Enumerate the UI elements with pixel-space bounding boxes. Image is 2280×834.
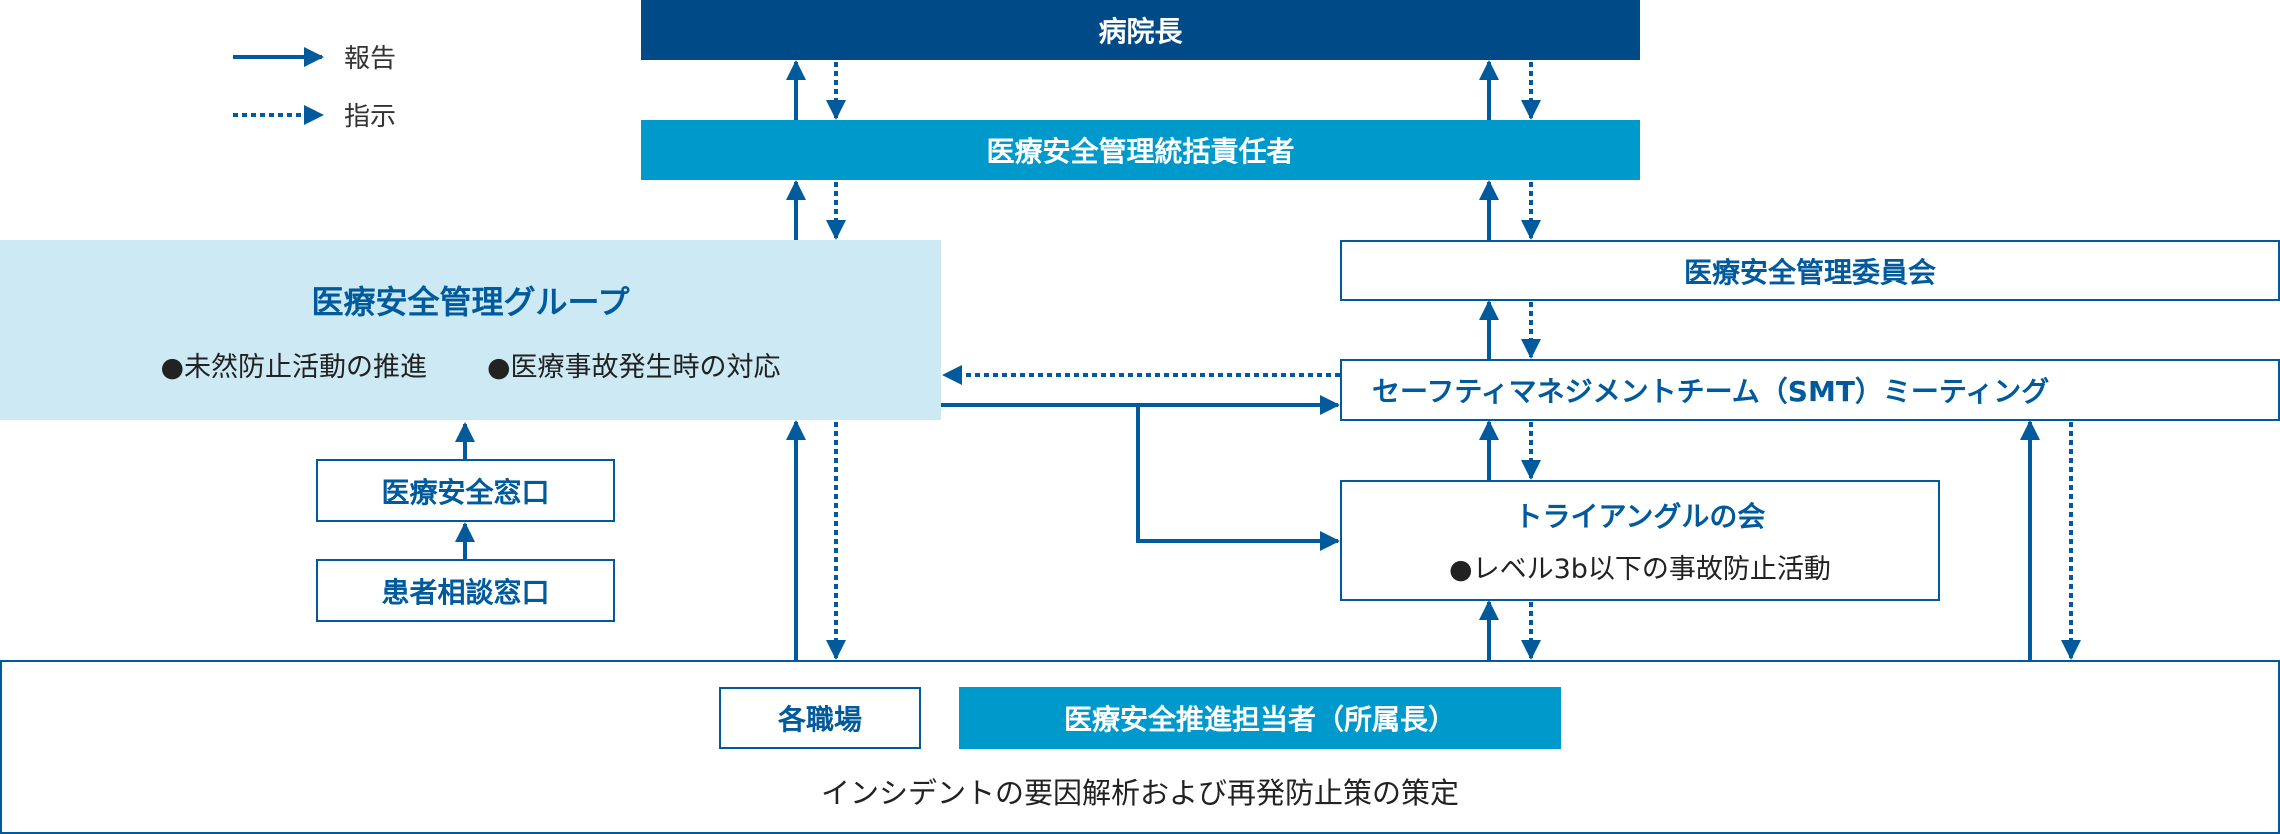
triangle-meeting-bullet: ●レベル3b以下の事故防止活動 — [1449, 554, 1831, 585]
workplace-box: 各職場 — [719, 687, 921, 749]
legend-report-label: 報告 — [344, 44, 397, 74]
promoter-box: 医療安全推進担当者（所属長） — [959, 687, 1561, 749]
committee-box: 医療安全管理委員会 — [1340, 240, 2280, 301]
triangle-meeting-box: トライアングルの会 ●レベル3b以下の事故防止活動 — [1340, 480, 1940, 601]
supervisor-label: 医療安全管理統括責任者 — [986, 135, 1295, 168]
workplace-label: 各職場 — [777, 703, 862, 736]
safety-group-bullet-response: ●医療事故発生時の対応 — [487, 351, 781, 383]
analysis-text: インシデントの要因解析および再発防止策の策定 — [820, 776, 1459, 810]
triangle-meeting-title: トライアングルの会 — [1514, 500, 1766, 533]
supervisor-box: 医療安全管理統括責任者 — [641, 120, 1640, 180]
smt-meeting-label: セーフティマネジメントチーム（SMT）ミーティング — [1372, 375, 2050, 408]
director-box: 病院長 — [641, 0, 1640, 60]
safety-window-box: 医療安全窓口 — [316, 459, 615, 522]
committee-label: 医療安全管理委員会 — [1683, 255, 1936, 289]
safety-group-box: 医療安全管理グループ ●未然防止活動の推進 ●医療事故発生時の対応 — [0, 240, 941, 420]
director-label: 病院長 — [1098, 15, 1183, 48]
promoter-label: 医療安全推進担当者（所属長） — [1063, 703, 1456, 736]
safety-window-label: 医療安全窓口 — [381, 475, 550, 509]
safety-group-title: 医療安全管理グループ — [311, 282, 630, 321]
report-arrow-group-triangle — [1136, 405, 1340, 551]
consult-window-box: 患者相談窓口 — [316, 559, 615, 622]
legend-instruction-label: 指示 — [344, 102, 397, 132]
workplace-container: 各職場 医療安全推進担当者（所属長） インシデントの要因解析および再発防止策の策… — [0, 660, 2280, 834]
safety-group-bullet-prevention: ●未然防止活動の推進 — [160, 351, 427, 383]
consult-window-label: 患者相談窓口 — [381, 575, 550, 609]
smt-meeting-box: セーフティマネジメントチーム（SMT）ミーティング — [1340, 359, 2280, 421]
